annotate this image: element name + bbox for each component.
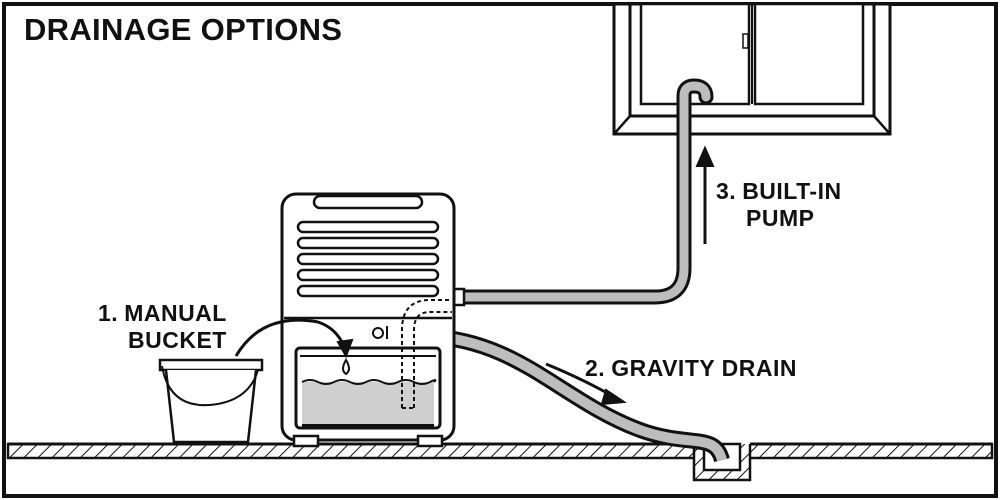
option-text-line2: BUCKET <box>128 327 227 353</box>
air-vent-grille <box>296 220 440 298</box>
option-number: 3. <box>716 178 737 204</box>
water-tank <box>294 346 442 430</box>
option-text-line1: GRAVITY DRAIN <box>611 355 798 381</box>
diagram-title: DRAINAGE OPTIONS <box>24 12 343 47</box>
water-drop-icon <box>342 358 350 376</box>
option-text-line2: PUMP <box>746 205 815 231</box>
option-text-line1: BUILT-IN <box>742 178 842 204</box>
floor <box>6 442 994 460</box>
arrow-built-in-pump <box>695 145 715 244</box>
indicator-icon <box>372 326 388 339</box>
option-number: 1. <box>98 300 119 326</box>
bucket-handle <box>161 365 259 407</box>
internal-pipe <box>401 299 452 409</box>
arrow-gravity-drain <box>545 362 627 406</box>
dehumidifier <box>280 192 456 448</box>
label-built-in-pump: 3.BUILT-IN PUMP <box>716 178 842 232</box>
label-gravity-drain: 2.GRAVITY DRAIN <box>585 355 797 382</box>
bucket <box>158 358 264 444</box>
window <box>612 2 892 136</box>
label-manual-bucket: 1.MANUAL BUCKET <box>98 300 227 354</box>
option-number: 2. <box>585 355 606 381</box>
option-text-line1: MANUAL <box>124 300 227 326</box>
arrow-manual-bucket <box>234 318 354 359</box>
